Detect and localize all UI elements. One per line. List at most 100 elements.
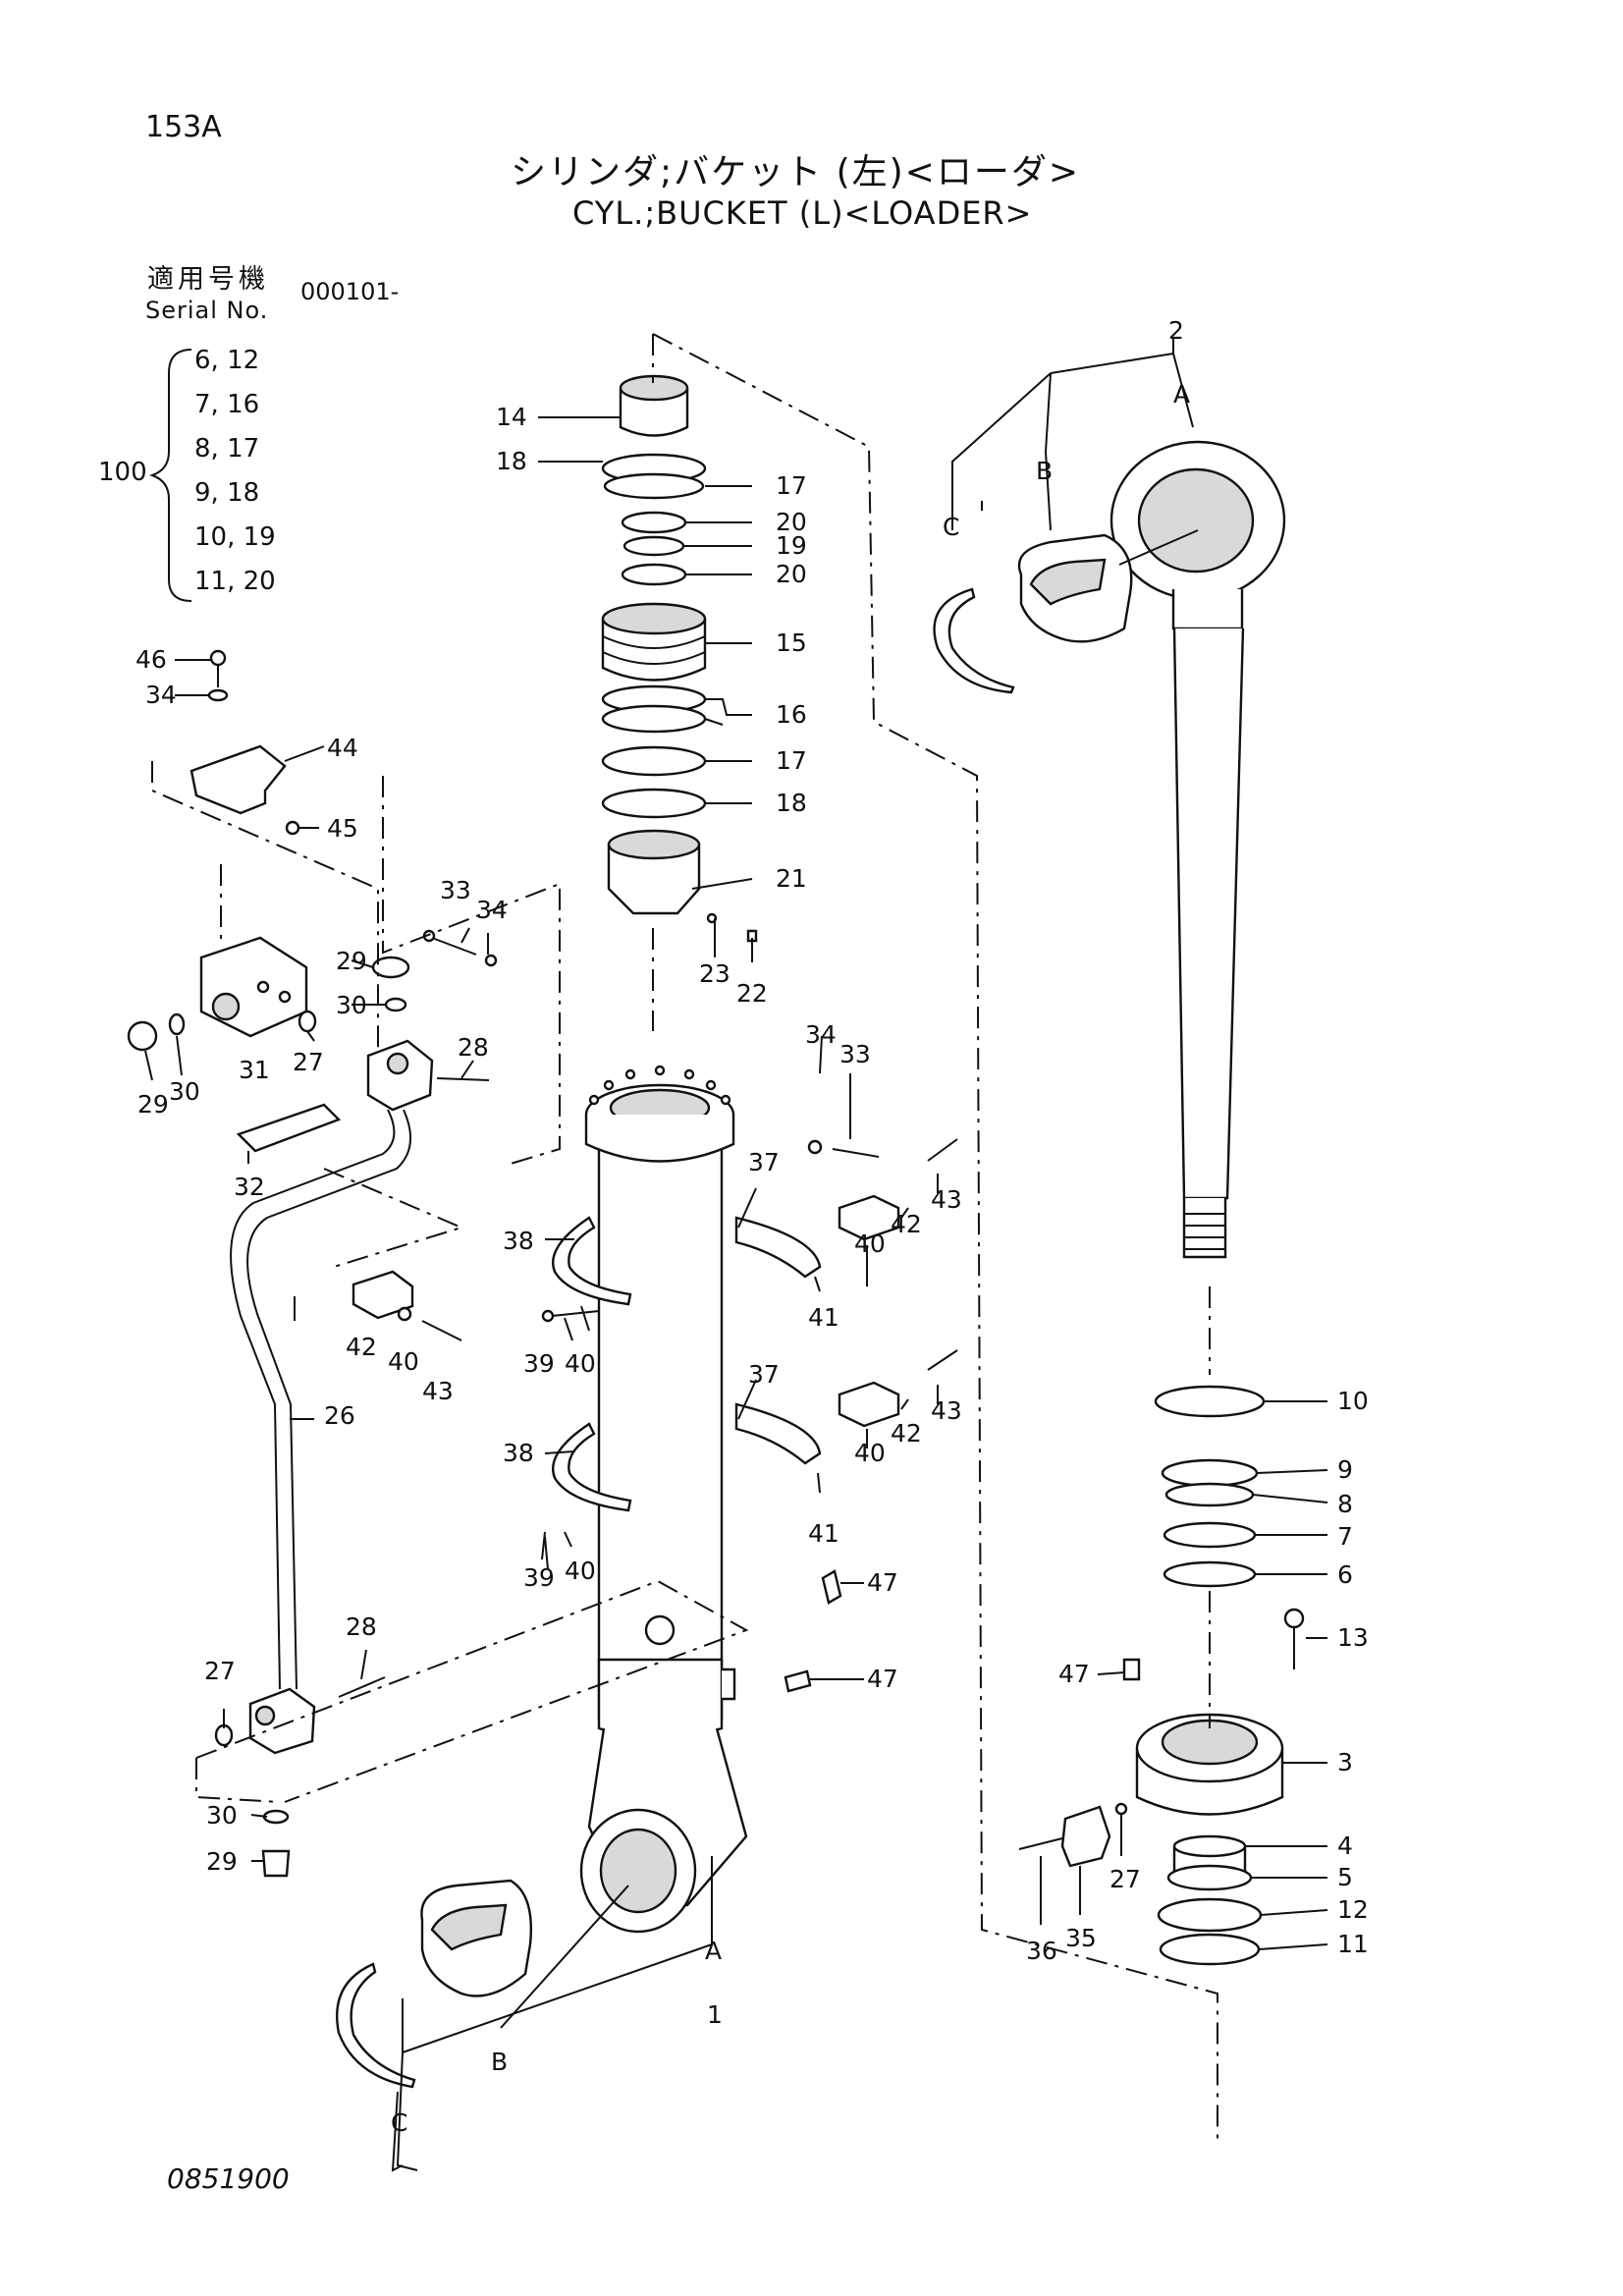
callout-47: 47	[867, 1568, 898, 1597]
reference-a: A	[1173, 380, 1190, 409]
callout-41: 41	[808, 1519, 839, 1548]
reference-c: C	[391, 2108, 407, 2137]
callout-42: 42	[346, 1333, 377, 1361]
callout-46: 46	[135, 645, 167, 674]
callout-29: 29	[137, 1090, 169, 1119]
callout-30: 30	[169, 1077, 200, 1106]
callout-5: 5	[1337, 1863, 1353, 1891]
callout-14: 14	[496, 403, 527, 431]
callout-33: 33	[440, 876, 471, 904]
serial-label-japanese: 適用号機	[147, 264, 269, 295]
callout-35: 35	[1065, 1924, 1097, 1952]
reference-b: B	[1036, 457, 1053, 485]
callout-27: 27	[204, 1657, 236, 1685]
callout-40: 40	[854, 1439, 886, 1467]
callout-28: 28	[346, 1613, 377, 1641]
callout-9: 9	[1337, 1455, 1353, 1484]
callout-34: 34	[476, 896, 508, 924]
callout-27: 27	[1109, 1865, 1141, 1893]
seal-kit-number: 100	[98, 458, 147, 487]
callout-3: 3	[1337, 1748, 1353, 1777]
callout-15: 15	[776, 629, 807, 657]
callout-39: 39	[523, 1563, 555, 1592]
piston-stack	[601, 374, 758, 943]
callout-4: 4	[1337, 1831, 1353, 1860]
callout-43: 43	[422, 1377, 454, 1405]
callout-6: 6	[1337, 1560, 1353, 1589]
callout-20: 20	[776, 508, 807, 536]
seal-kit-member: 11, 20	[194, 567, 276, 596]
page-code: 153A	[145, 110, 222, 144]
callout-42: 42	[891, 1210, 922, 1238]
callout-30: 30	[206, 1801, 238, 1830]
callout-13: 13	[1337, 1623, 1369, 1652]
serial-range: 000101-	[300, 278, 400, 305]
callout-29: 29	[336, 947, 367, 975]
seal-kit-member: 10, 19	[194, 522, 276, 552]
callout-37: 37	[748, 1360, 780, 1389]
callout-40: 40	[565, 1349, 596, 1378]
callout-40: 40	[565, 1557, 596, 1585]
callout-33: 33	[839, 1040, 871, 1068]
callout-21: 21	[776, 864, 807, 893]
callout-43: 43	[931, 1396, 962, 1425]
callout-18: 18	[496, 447, 527, 475]
callout-7: 7	[1337, 1522, 1353, 1551]
tube-end-bushing	[336, 1879, 532, 2089]
callout-11: 11	[1337, 1930, 1369, 1958]
callout-29: 29	[206, 1847, 238, 1876]
serial-label-english: Serial No.	[145, 297, 269, 324]
seal-kit-member: 9, 18	[194, 478, 260, 508]
callout-17: 17	[776, 746, 807, 775]
callout-2: 2	[1168, 316, 1184, 345]
callout-36: 36	[1026, 1937, 1057, 1965]
drawing-number: 0851900	[167, 2162, 290, 2195]
callout-30: 30	[336, 991, 367, 1019]
callout-34: 34	[805, 1020, 837, 1049]
cylinder-tube	[579, 1065, 748, 1934]
callout-23: 23	[699, 959, 730, 988]
reference-c: C	[943, 513, 959, 541]
title-japanese: シリンダ;バケット (左)<ローダ>	[511, 152, 1080, 192]
callout-34: 34	[145, 681, 177, 709]
seal-kit-member: 8, 17	[194, 434, 260, 464]
callout-31: 31	[239, 1056, 270, 1084]
callout-47: 47	[867, 1665, 898, 1693]
callout-18: 18	[776, 789, 807, 817]
title-english: CYL.;BUCKET (L)<LOADER>	[572, 194, 1033, 232]
callout-17: 17	[776, 471, 807, 500]
callout-1: 1	[707, 2000, 723, 2029]
leader-lines	[144, 339, 1328, 2172]
callout-16: 16	[776, 700, 807, 729]
callout-43: 43	[931, 1185, 962, 1214]
callout-32: 32	[234, 1173, 265, 1201]
seal-kit-member: 7, 16	[194, 390, 260, 419]
callout-20: 20	[776, 560, 807, 588]
assembly-lines	[151, 333, 1218, 2141]
piping-assembly	[127, 649, 880, 1878]
callout-19: 19	[776, 531, 807, 560]
rod-end-bushing	[933, 533, 1133, 694]
callout-labels: 1 2 3 4 5 6 7 8 9 10 11 12 13 14 15 16 1…	[135, 316, 1369, 2137]
cylinder-head	[1018, 1385, 1305, 1966]
callout-42: 42	[891, 1419, 922, 1448]
callout-37: 37	[748, 1148, 780, 1176]
callout-26: 26	[324, 1401, 355, 1430]
callout-27: 27	[293, 1048, 324, 1076]
callout-45: 45	[327, 814, 358, 843]
callout-8: 8	[1337, 1490, 1353, 1518]
reference-a: A	[705, 1937, 722, 1965]
callout-44: 44	[327, 734, 358, 762]
piston-rod	[1109, 440, 1286, 1259]
reference-b: B	[491, 2048, 508, 2076]
callout-38: 38	[503, 1227, 534, 1255]
callout-39: 39	[523, 1349, 555, 1378]
callout-22: 22	[736, 979, 768, 1008]
seal-kit-brace	[148, 349, 192, 602]
callout-12: 12	[1337, 1895, 1369, 1924]
callout-28: 28	[458, 1033, 489, 1062]
callout-41: 41	[808, 1303, 839, 1332]
callout-40: 40	[388, 1347, 419, 1376]
seal-kit-member: 6, 12	[194, 346, 260, 375]
